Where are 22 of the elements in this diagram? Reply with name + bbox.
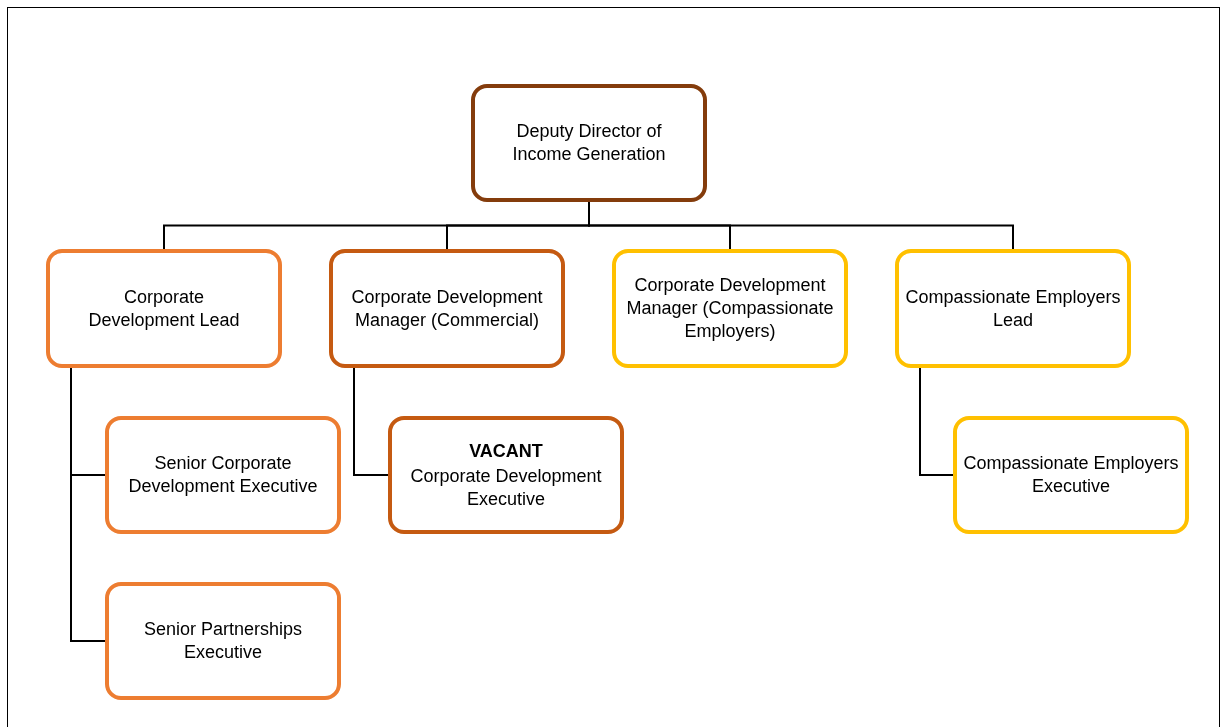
role-title: Corporate Development Manager (Compassionate Employers) (625, 274, 835, 343)
role-box (895, 249, 1131, 368)
role-box (105, 582, 341, 700)
role-title: Deputy Director of Income Generation (511, 120, 667, 166)
role-title: Senior Partnerships Executive (142, 618, 304, 664)
role-box (388, 416, 624, 534)
role-title: Corporate Development Lead (87, 285, 241, 332)
connector-line (353, 367, 389, 476)
role-box (953, 416, 1189, 534)
role-title: Compassionate Employers Executive (963, 452, 1179, 498)
role-title: Corporate Development Manager (Commercial) (350, 285, 544, 332)
role-title: Compassionate Employers Lead (905, 285, 1121, 332)
connector-line (70, 367, 106, 642)
role-box (329, 249, 565, 368)
status-label: VACANT (469, 439, 543, 463)
role-title: Corporate Development Executive (409, 464, 603, 511)
role-box (46, 249, 282, 368)
role-box (105, 416, 341, 534)
role-title: Senior Corporate Development Executive (127, 452, 319, 498)
role-box (612, 249, 848, 368)
connector-line (919, 367, 954, 476)
role-box (471, 84, 707, 202)
